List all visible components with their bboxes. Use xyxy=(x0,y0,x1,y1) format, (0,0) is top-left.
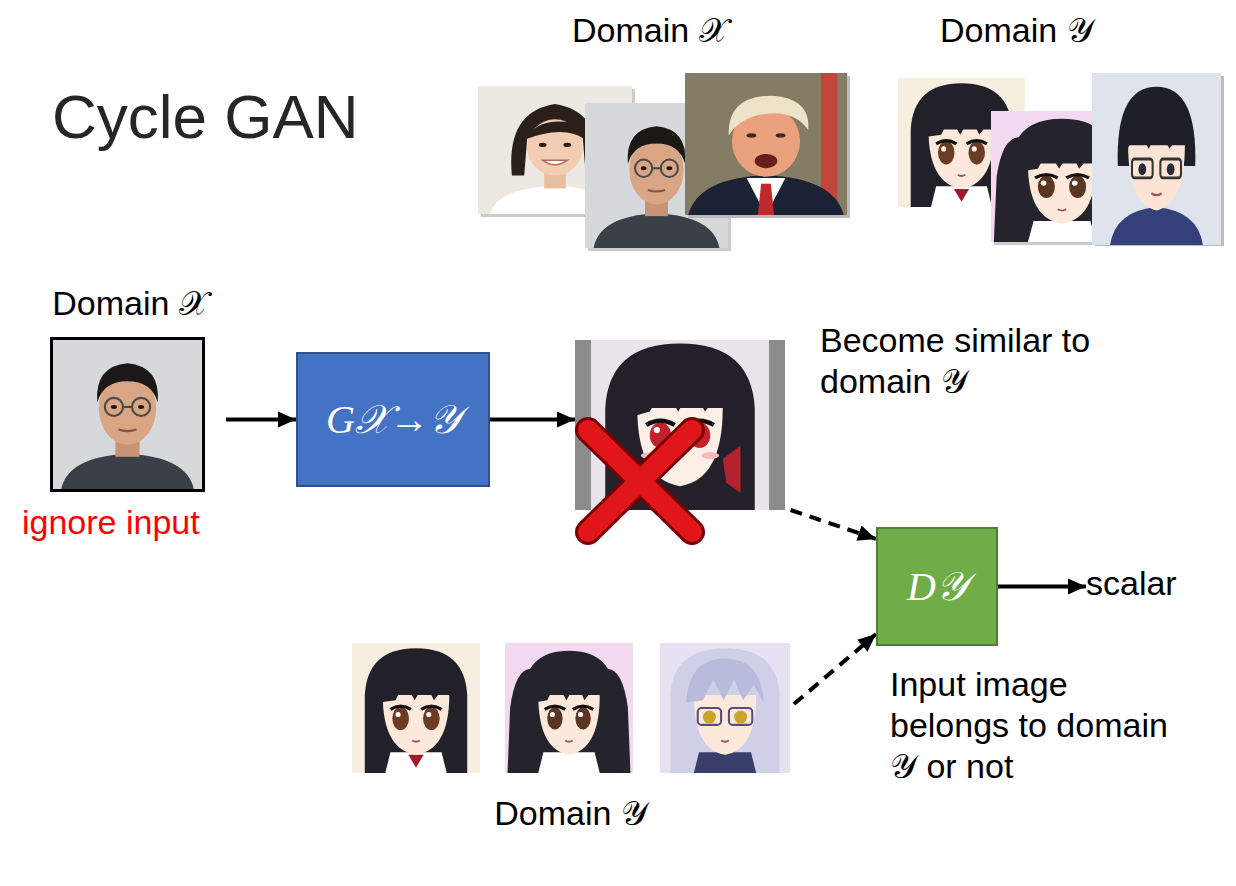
generator-name: G𝒳→𝒴 xyxy=(326,396,460,444)
cross-stroke xyxy=(588,430,692,532)
dashed-arrow xyxy=(791,510,876,539)
domain-heading: Domain 𝒳 xyxy=(38,283,222,324)
dashed-arrow xyxy=(794,634,876,704)
cross-stroke xyxy=(588,430,692,532)
cross-stroke xyxy=(588,430,692,532)
cross-stroke xyxy=(588,430,692,532)
input-photo xyxy=(52,339,203,490)
grey-bar xyxy=(769,340,785,510)
flow-arrow xyxy=(226,418,296,422)
label-holder: Domain 𝒳 xyxy=(572,10,728,51)
label-holder: Input image belongs to domain 𝒴 or not xyxy=(890,664,1185,786)
label-holder: Domain 𝒴 xyxy=(940,10,1094,51)
generator-box: G𝒳→𝒴 xyxy=(296,352,490,487)
input-image-node: Domain 𝒳 xyxy=(38,283,226,495)
domain-heading: Domain 𝒴 xyxy=(940,10,1094,51)
discriminator-box: D𝒴 xyxy=(876,527,998,646)
anime-face-image xyxy=(505,643,633,773)
warning-note: ignore input xyxy=(22,502,200,543)
face-photo xyxy=(685,73,847,215)
flow-arrow xyxy=(998,585,1086,589)
anime-face-image xyxy=(352,643,480,773)
slide-title: Cycle GAN xyxy=(52,80,359,154)
scalar-output: scalar xyxy=(1086,563,1177,604)
photo-frame xyxy=(52,339,204,491)
domain-y-images-node: Domain 𝒴 xyxy=(352,643,794,840)
flow-arrow xyxy=(490,418,575,422)
discriminator-note: Input image belongs to domain 𝒴 or not xyxy=(890,664,1185,786)
anime-face-image xyxy=(660,643,790,773)
title-holder: Cycle GAN xyxy=(52,80,359,154)
discriminator-name: D𝒴 xyxy=(907,563,967,611)
anime-face-image xyxy=(1092,73,1221,245)
label-holder: ignore input xyxy=(22,502,200,543)
red-cross xyxy=(588,430,692,532)
domain-heading: Domain 𝒳 xyxy=(572,10,728,51)
domain-caption: Domain 𝒴 xyxy=(352,793,790,834)
output-text: scalar xyxy=(1086,563,1177,604)
result-note: Become similar to domain 𝒴 xyxy=(820,320,1110,402)
generated-image-node: Become similar to domain 𝒴 xyxy=(575,320,1114,510)
